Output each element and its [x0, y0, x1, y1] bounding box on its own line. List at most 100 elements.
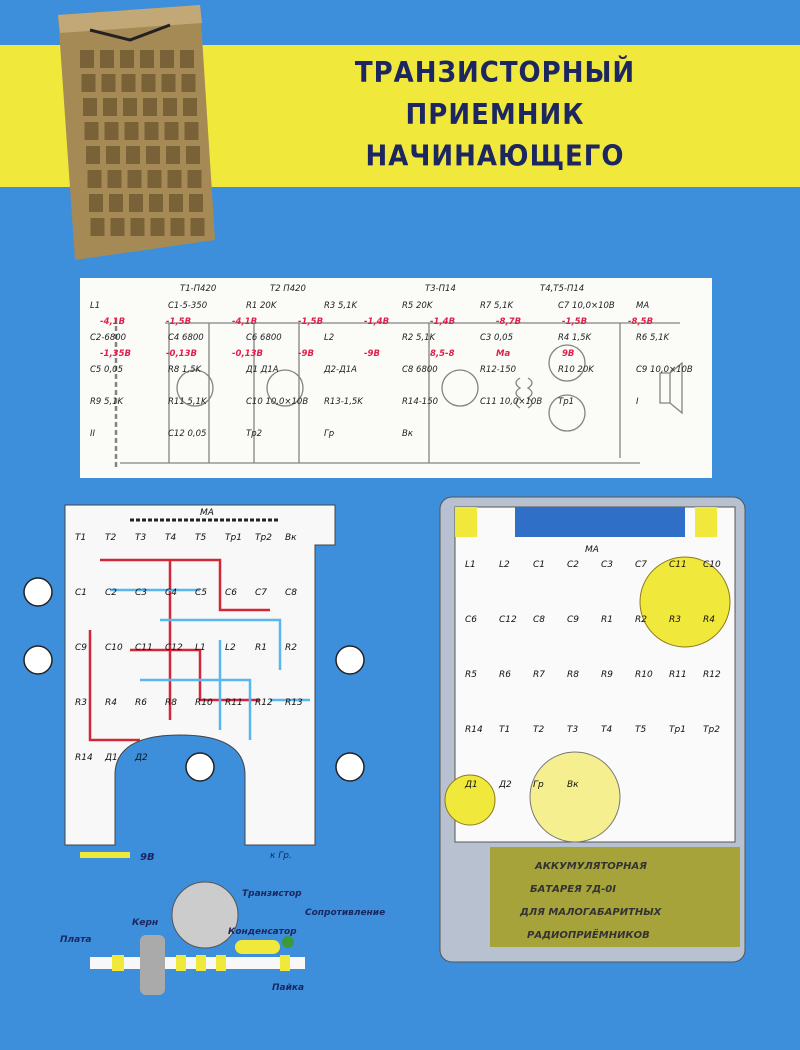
component-label: R11: [669, 670, 687, 680]
component-label: R10: [195, 698, 213, 708]
component-label: Tp1: [669, 725, 686, 735]
component-label: R8 1,5K: [168, 365, 203, 375]
component-label: C1: [75, 588, 87, 598]
voltage-label: -9В: [298, 349, 314, 359]
component-label: Вк: [402, 429, 414, 439]
component-label: Tp2: [246, 429, 262, 439]
component-label: R8: [567, 670, 579, 680]
grille-slot: [146, 146, 160, 164]
component-label: R12-150: [480, 365, 516, 375]
component-label: R11 5,1K: [168, 397, 208, 407]
grille-slot: [80, 50, 94, 68]
component-label: Вк: [285, 533, 297, 543]
transistor-label: T2 П420: [270, 284, 306, 294]
component-label: C1: [533, 560, 545, 570]
component-label: R2: [635, 615, 647, 625]
voltage-label: -0,13В: [166, 349, 197, 359]
component-label: L1: [465, 560, 476, 570]
component-label: C7: [255, 588, 267, 598]
voltage-label: -1,5В: [298, 317, 323, 327]
battery-voltage-label: 9В: [140, 852, 155, 863]
grille-slot: [126, 146, 140, 164]
radio-receiver-photo: [58, 5, 215, 260]
voltage-label: 9В: [562, 349, 574, 359]
component-label: C2-6800: [90, 333, 126, 343]
component-label: R5: [465, 670, 477, 680]
component-label: C3: [135, 588, 147, 598]
grille-slot: [163, 98, 177, 116]
component-label: R10 20K: [558, 365, 595, 375]
component-label: R4 1,5K: [558, 333, 593, 343]
component-label: C3 0,05: [480, 333, 513, 343]
component-label: Tp2: [703, 725, 720, 735]
component-label: C11 10,0×10В: [480, 397, 542, 407]
label-plate: Плата: [60, 935, 92, 945]
grille-slot: [81, 74, 96, 92]
component-label: C4 6800: [168, 333, 204, 343]
component-label: C11: [135, 643, 153, 653]
title-line-3: НАЧИНАЮЩЕГО: [365, 140, 625, 174]
grille-slot: [186, 146, 200, 164]
grille-slot: [149, 194, 163, 212]
grille-slot: [84, 122, 99, 140]
component-label: C9: [75, 643, 87, 653]
grille-slot: [147, 170, 162, 188]
component-label: T4: [165, 533, 176, 543]
grille-slot: [127, 170, 142, 188]
component-label: R6 5,1K: [636, 333, 671, 343]
component-label: Tp1: [225, 533, 242, 543]
component-label: L1: [90, 301, 100, 311]
component-label: I: [636, 397, 639, 407]
component-label: T5: [195, 533, 206, 543]
speaker-lead-label: к Гр.: [270, 851, 292, 861]
battery-text-3: ДЛЯ МАЛОГАБАРИТНЫХ: [519, 907, 663, 918]
grille-slot: [107, 170, 122, 188]
component-label: R11: [225, 698, 243, 708]
transistor-label: T1-П420: [180, 284, 216, 294]
voltage-label: -9В: [364, 349, 380, 359]
component-label: C2: [105, 588, 117, 598]
grille-slot: [181, 74, 196, 92]
grille-slot: [86, 146, 100, 164]
component-label: C8: [285, 588, 297, 598]
grille-slot: [130, 218, 145, 236]
component-label: Tp2: [255, 533, 272, 543]
transistor-label: T3-П14: [425, 284, 456, 294]
component-label: C10: [105, 643, 123, 653]
component-label: R14-150: [402, 397, 438, 407]
component-label: C5: [195, 588, 207, 598]
grille-slot: [184, 122, 199, 140]
component-label: C7: [635, 560, 647, 570]
component-label: R8: [165, 698, 177, 708]
component-label: R9 5,1K: [90, 397, 125, 407]
grille-slot: [189, 194, 203, 212]
component-label: C3: [601, 560, 613, 570]
component-label: Tp1: [558, 397, 574, 407]
grille-slot: [180, 50, 194, 68]
component-label: C12 0,05: [168, 429, 206, 439]
component-label: C6: [465, 615, 477, 625]
grille-slot: [190, 218, 205, 236]
component-label: Д2-Д1А: [323, 365, 357, 375]
component-label: R2: [285, 643, 297, 653]
grille-slot: [83, 98, 97, 116]
component-label: R6: [499, 670, 511, 680]
grille-slot: [104, 122, 119, 140]
grille-slot: [90, 218, 105, 236]
page-title: ТРАНЗИСТОРНЫЙ ПРИЕМНИК НАЧИНАЮЩЕГО: [330, 52, 660, 177]
component-label: C8 6800: [402, 365, 438, 375]
component-label: R13-1,5K: [324, 397, 364, 407]
component-label: T1: [75, 533, 86, 543]
component-label: L1: [195, 643, 206, 653]
component-label: C6 6800: [246, 333, 282, 343]
grille-slot: [160, 50, 174, 68]
component-label: R1: [601, 615, 613, 625]
component-label: C7 10,0×10В: [558, 301, 615, 311]
component-label: C2: [567, 560, 579, 570]
component-label: МА: [585, 545, 599, 555]
component-label: МА: [636, 301, 649, 311]
component-label: R14: [465, 725, 483, 735]
component-label: II: [90, 429, 96, 439]
label-solder: Пайка: [272, 983, 304, 993]
